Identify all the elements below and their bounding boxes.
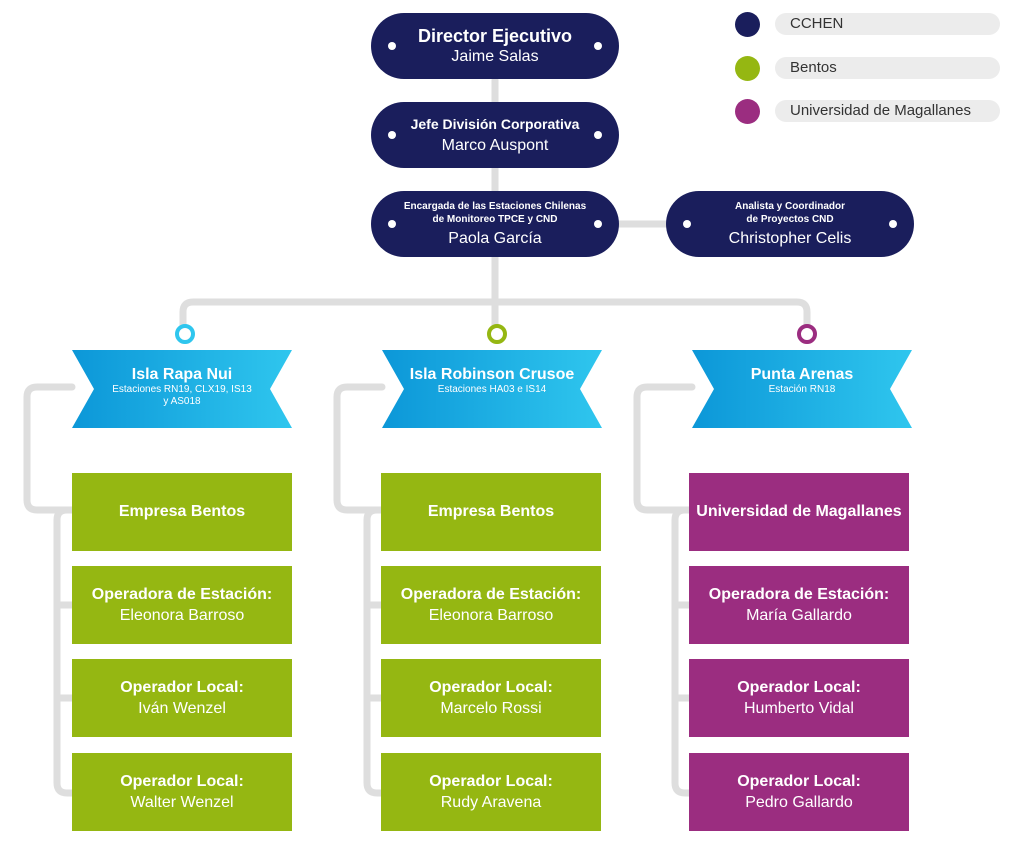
ring-icon-punta-arenas — [797, 324, 817, 344]
role-box: Operadora de Estación: Eleonora Barroso — [72, 566, 292, 644]
role-box: Operador Local: Humberto Vidal — [689, 659, 909, 737]
org-name: Empresa Bentos — [118, 503, 246, 520]
location-subtitle: Estaciones HA03 e IS14 — [437, 384, 547, 395]
dot-icon — [594, 131, 602, 139]
role-name: Humberto Vidal — [744, 699, 854, 717]
org-name: Universidad de Magallanes — [696, 503, 902, 520]
role-title: Operador Local: — [737, 772, 861, 790]
org-name: Empresa Bentos — [427, 503, 555, 520]
location-ribbon-punta-arenas: Punta Arenas Estación RN18 — [692, 350, 912, 428]
ring-icon-rapa-nui — [175, 324, 195, 344]
jefe-name: Marco Auspont — [441, 136, 549, 154]
role-box: Operador Local: Pedro Gallardo — [689, 753, 909, 831]
dot-icon — [594, 220, 602, 228]
location-subtitle: Estación RN18 — [768, 384, 836, 395]
ring-icon-robinson-crusoe — [487, 324, 507, 344]
role-title: Operador Local: — [120, 772, 244, 790]
encargada-node: Encargada de las Estaciones Chilenas de … — [371, 191, 619, 257]
director-node: Director Ejecutivo Jaime Salas — [371, 13, 619, 79]
encargada-name: Paola García — [448, 229, 542, 247]
role-name: Marcelo Rossi — [440, 699, 542, 717]
legend-label: CCHEN — [775, 13, 1000, 35]
location-title: Isla Robinson Crusoe — [409, 366, 575, 383]
role-title: Operadora de Estación: — [91, 585, 273, 603]
legend-dot-cchen — [735, 12, 760, 37]
legend-dot-bentos — [735, 56, 760, 81]
legend-dot-magallanes — [735, 99, 760, 124]
location-subtitle: Estaciones RN19, CLX19, IS13 y AS018 — [112, 384, 252, 407]
role-title: Operador Local: — [429, 772, 553, 790]
role-title: Operadora de Estación: — [708, 585, 890, 603]
analista-title-line2: de Proyectos CND — [746, 213, 834, 225]
role-name: Walter Wenzel — [130, 793, 234, 811]
dot-icon — [388, 220, 396, 228]
role-title: Operador Local: — [429, 678, 553, 696]
director-title: Director Ejecutivo — [417, 26, 573, 46]
director-name: Jaime Salas — [451, 48, 539, 65]
legend-label: Bentos — [775, 57, 1000, 79]
role-title: Operador Local: — [737, 678, 861, 696]
role-box: Operador Local: Rudy Aravena — [381, 753, 601, 831]
dot-icon — [889, 220, 897, 228]
jefe-title: Jefe División Corporativa — [410, 115, 580, 132]
role-box: Operador Local: Walter Wenzel — [72, 753, 292, 831]
org-box-bentos: Empresa Bentos — [72, 473, 292, 551]
encargada-title-line2: de Monitoreo TPCE y CND — [432, 213, 558, 225]
role-name: María Gallardo — [746, 606, 852, 624]
dot-icon — [594, 42, 602, 50]
org-box-bentos: Empresa Bentos — [381, 473, 601, 551]
legend-label: Universidad de Magallanes — [775, 100, 1000, 122]
dot-icon — [388, 42, 396, 50]
role-box: Operadora de Estación: María Gallardo — [689, 566, 909, 644]
analista-title-line1: Analista y Coordinador — [734, 200, 845, 212]
jefe-node: Jefe División Corporativa Marco Auspont — [371, 102, 619, 168]
dot-icon — [388, 131, 396, 139]
role-title: Operadora de Estación: — [400, 585, 582, 603]
location-ribbon-rapa-nui: Isla Rapa Nui Estaciones RN19, CLX19, IS… — [72, 350, 292, 428]
role-name: Iván Wenzel — [138, 699, 226, 717]
analista-name: Christopher Celis — [728, 229, 852, 247]
role-box: Operador Local: Iván Wenzel — [72, 659, 292, 737]
analista-node: Analista y Coordinador de Proyectos CND … — [666, 191, 914, 257]
location-ribbon-robinson-crusoe: Isla Robinson Crusoe Estaciones HA03 e I… — [382, 350, 602, 428]
role-name: Eleonora Barroso — [428, 606, 554, 624]
role-box: Operadora de Estación: Eleonora Barroso — [381, 566, 601, 644]
role-title: Operador Local: — [120, 678, 244, 696]
role-name: Eleonora Barroso — [119, 606, 245, 624]
dot-icon — [683, 220, 691, 228]
location-title: Isla Rapa Nui — [131, 366, 233, 383]
role-name: Rudy Aravena — [440, 793, 542, 811]
org-box-magallanes: Universidad de Magallanes — [689, 473, 909, 551]
encargada-title-line1: Encargada de las Estaciones Chilenas — [403, 200, 587, 212]
role-name: Pedro Gallardo — [745, 793, 853, 811]
role-box: Operador Local: Marcelo Rossi — [381, 659, 601, 737]
location-title: Punta Arenas — [750, 366, 854, 383]
